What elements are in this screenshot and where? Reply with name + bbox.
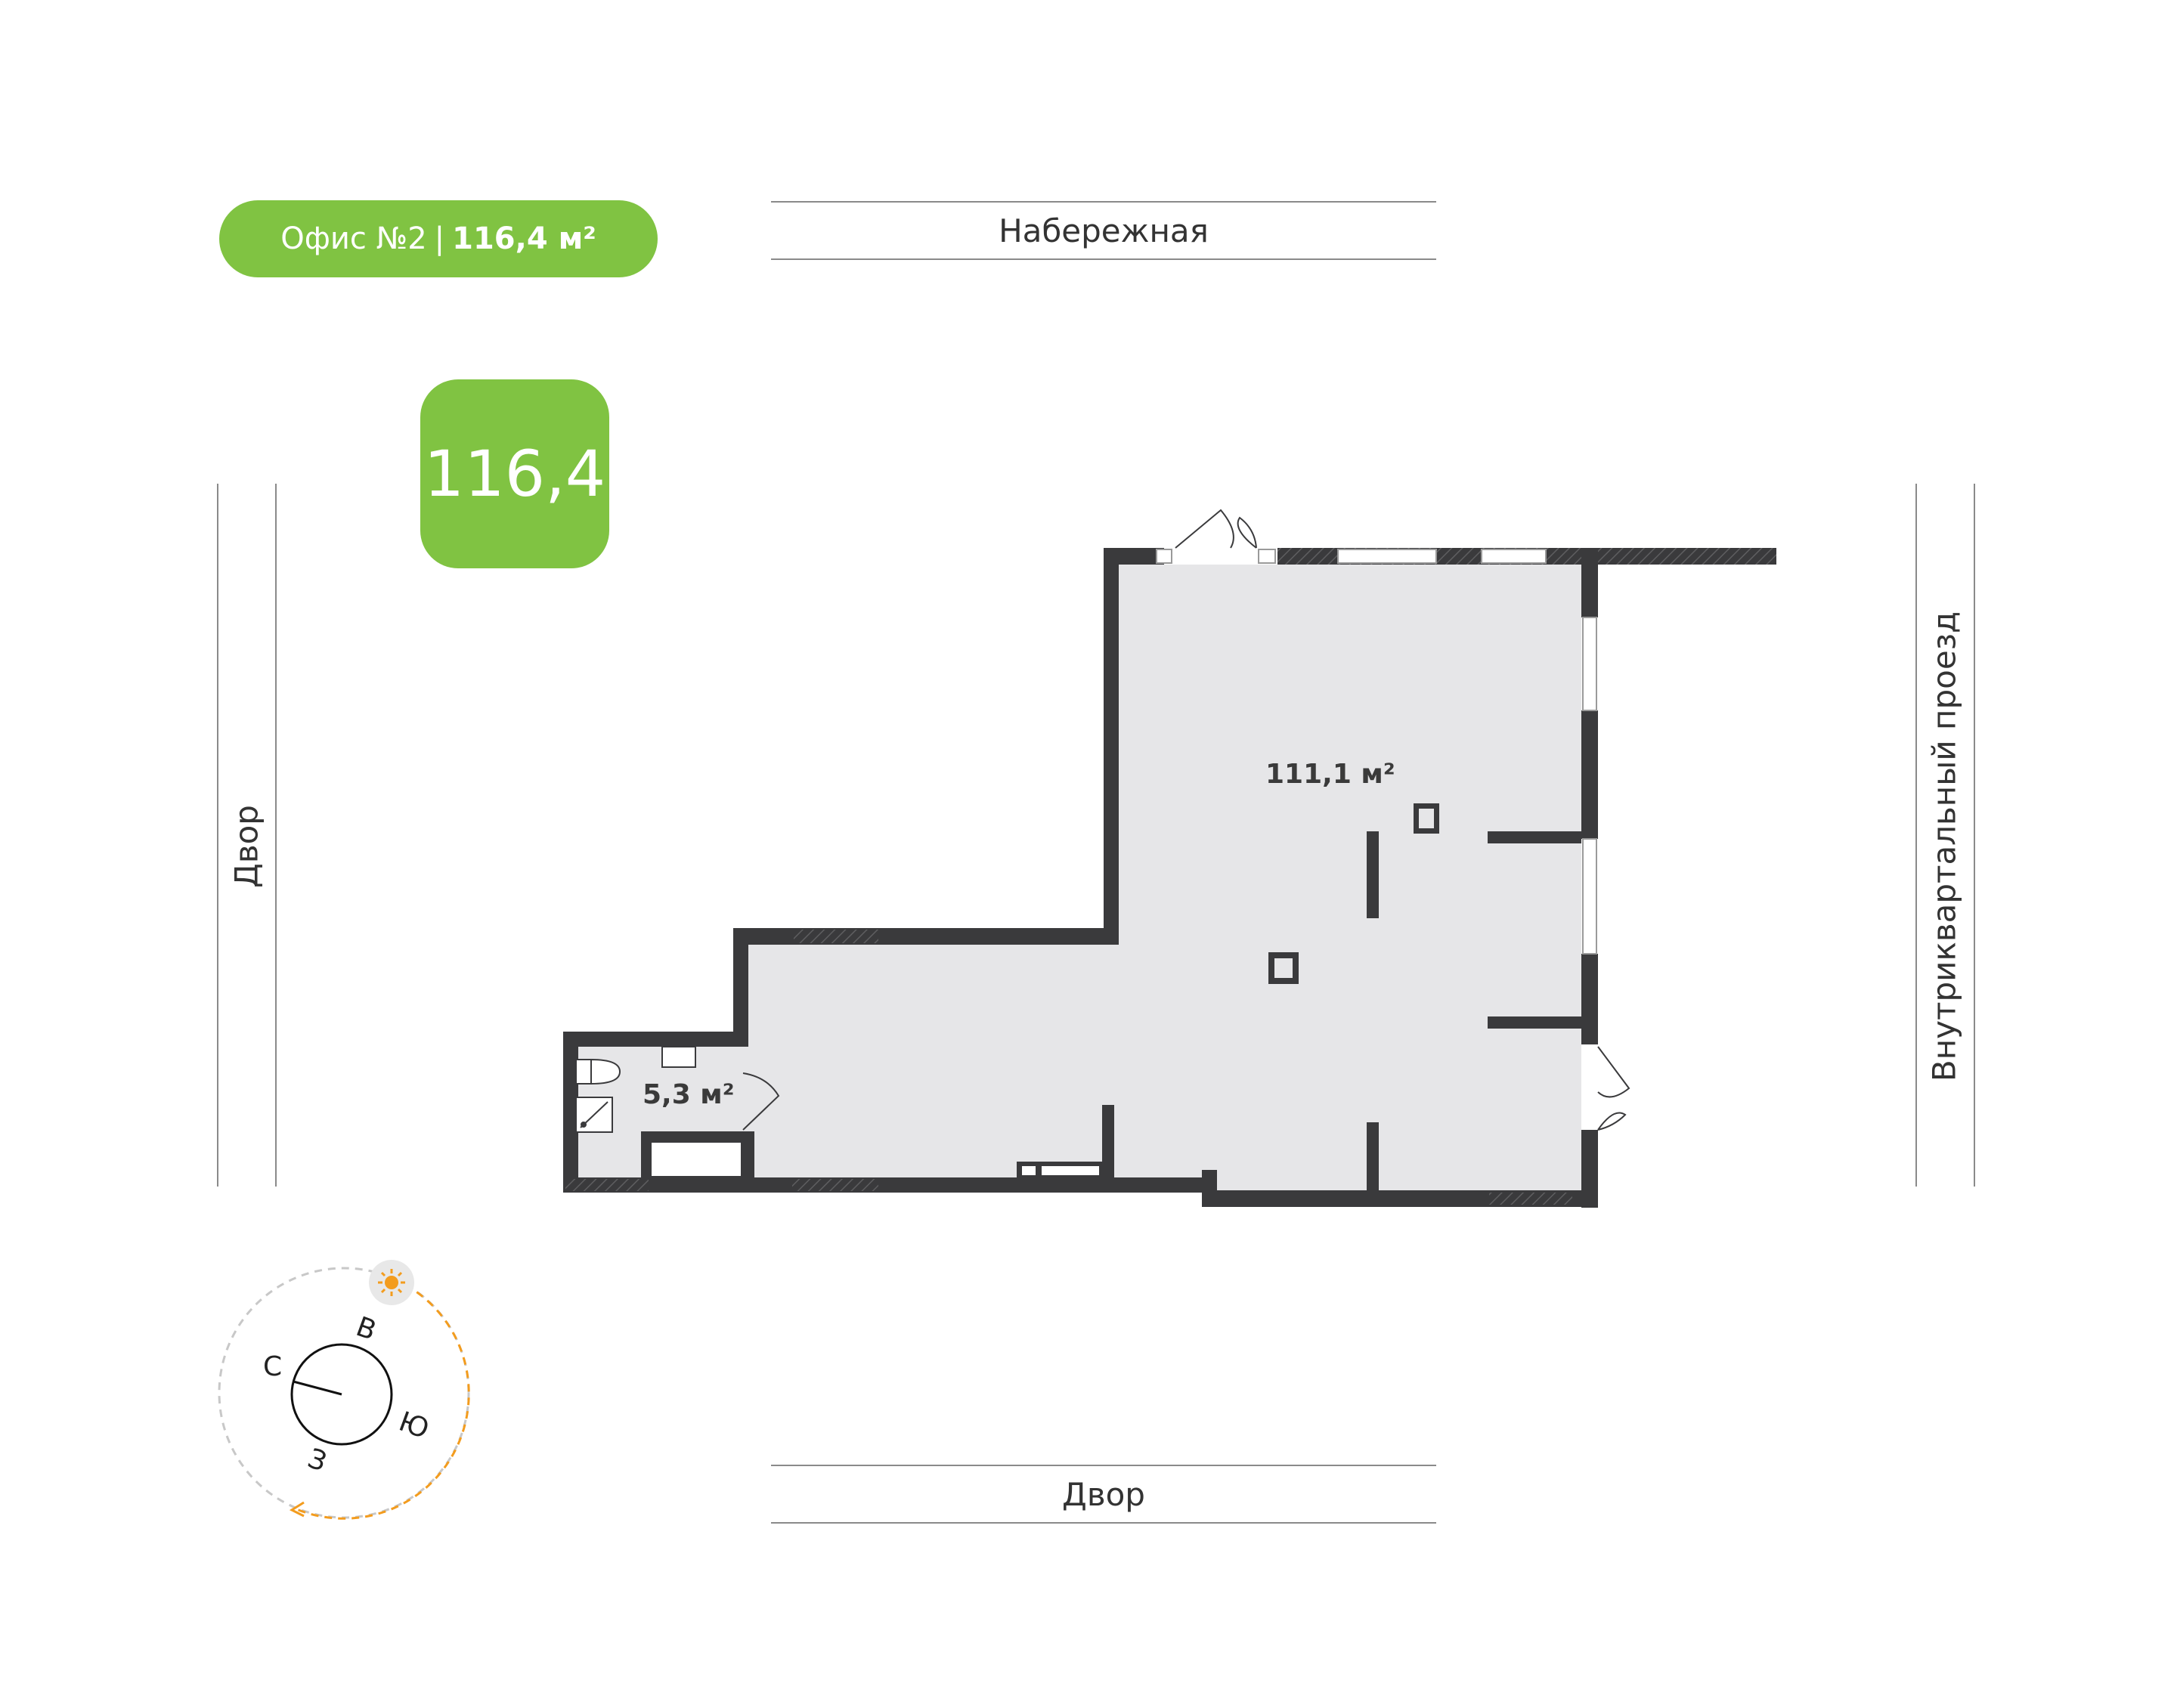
wall-hatching bbox=[565, 930, 1572, 1205]
title-separator: | bbox=[434, 221, 445, 256]
interior-elements bbox=[641, 803, 1581, 1192]
office-title-pill: Офис №2 | 116,4 м² bbox=[219, 200, 658, 277]
door-top bbox=[1175, 509, 1257, 549]
floor-fill bbox=[576, 565, 1581, 1202]
door-right bbox=[1597, 1046, 1630, 1131]
street-left-line-inner bbox=[275, 484, 277, 1187]
street-bottom-label: Двор bbox=[1062, 1475, 1145, 1513]
room-bathroom-area: 5,3 м² bbox=[643, 1079, 735, 1110]
area-badge-value: 116,4 bbox=[423, 437, 606, 511]
street-bottom: Двор bbox=[771, 1465, 1436, 1524]
exterior-walls bbox=[563, 548, 1776, 1208]
street-top-label: Набережная bbox=[999, 212, 1209, 249]
office-label: Офис №2 bbox=[280, 221, 427, 256]
bathroom-fixtures bbox=[575, 1046, 696, 1133]
compass-north: С bbox=[263, 1351, 283, 1382]
sun-icon bbox=[369, 1260, 414, 1305]
street-top: Набережная bbox=[771, 201, 1436, 260]
office-area: 116,4 м² bbox=[452, 221, 596, 256]
door-bathroom bbox=[742, 1072, 780, 1131]
street-left-line-outer bbox=[217, 484, 218, 1187]
room-main-area: 111,1 м² bbox=[1265, 759, 1395, 790]
area-badge: 116,4 bbox=[420, 379, 609, 568]
street-right-line-outer bbox=[1974, 484, 1975, 1187]
windows bbox=[1156, 549, 1597, 955]
street-right-line-inner bbox=[1915, 484, 1917, 1187]
